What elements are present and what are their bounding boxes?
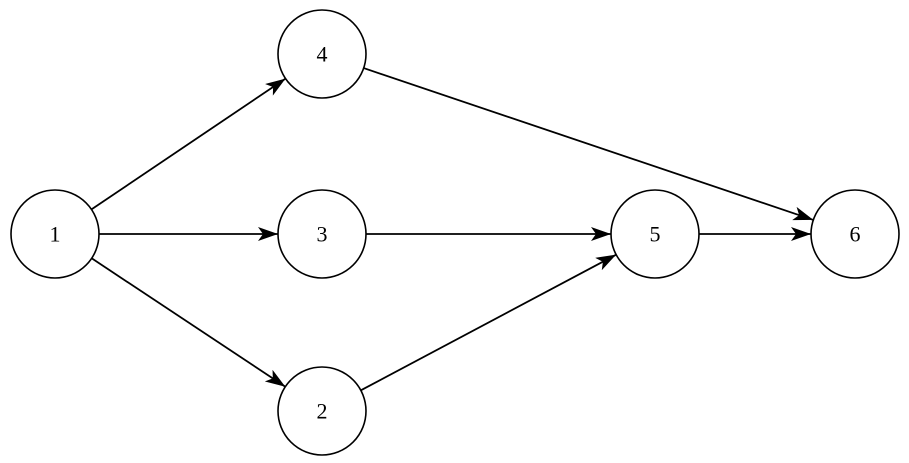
nodes-layer: 1 2 3 4 5 6 xyxy=(10,9,900,456)
node-circle xyxy=(277,9,367,99)
node-1: 1 xyxy=(10,189,100,279)
node-2: 2 xyxy=(277,366,367,456)
node-circle xyxy=(277,366,367,456)
node-5: 5 xyxy=(610,189,700,279)
node-circle xyxy=(277,189,367,279)
node-circle xyxy=(810,189,900,279)
edge-2-to-5 xyxy=(360,253,617,392)
node-circle xyxy=(10,189,100,279)
node-label: 6 xyxy=(850,222,861,247)
node-label: 4 xyxy=(317,42,328,67)
node-3: 3 xyxy=(277,189,367,279)
node-label: 2 xyxy=(317,399,328,424)
node-label: 3 xyxy=(317,222,328,247)
edge-1-to-2 xyxy=(91,257,286,388)
node-label: 1 xyxy=(50,222,61,247)
node-4: 4 xyxy=(277,9,367,99)
edges-layer xyxy=(90,67,814,392)
node-circle xyxy=(610,189,700,279)
edge-4-to-6 xyxy=(363,67,814,221)
node-6: 6 xyxy=(810,189,900,279)
edge-1-to-4 xyxy=(90,77,287,211)
node-label: 5 xyxy=(650,222,661,247)
